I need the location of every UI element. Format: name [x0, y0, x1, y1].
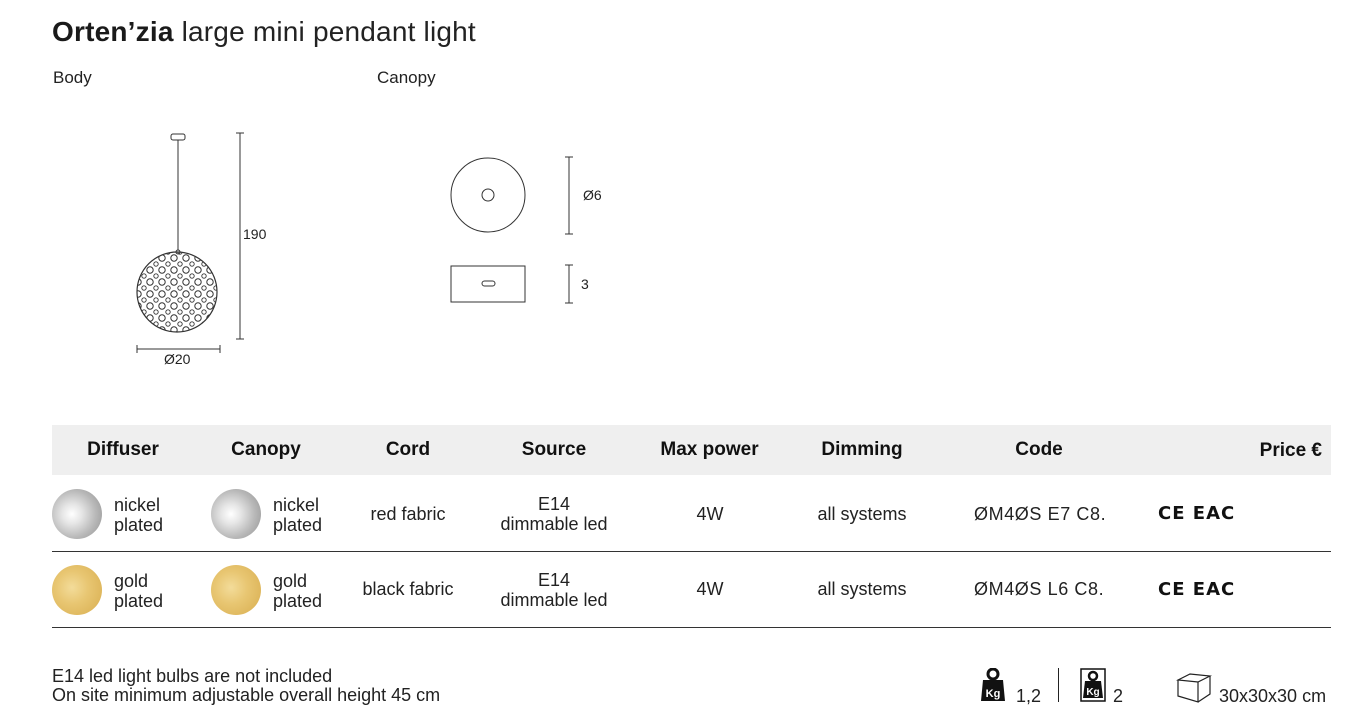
- ce-eac-icon: CE EAC: [1158, 503, 1236, 524]
- canopy-swatch-nickel: [211, 489, 261, 539]
- header-diffuser: Diffuser: [87, 439, 159, 460]
- dimming-cell: all systems: [817, 504, 907, 524]
- canopy-swatch-gold: [211, 565, 261, 615]
- diffuser-swatch-nickel: [52, 489, 102, 539]
- cord-cell: black fabric: [362, 579, 454, 599]
- body-drawing: 190 Ø20: [136, 132, 267, 367]
- canopy-finish: gold plated: [273, 571, 322, 611]
- gross-weight-icon: Kg: [1080, 668, 1106, 702]
- table-header: Diffuser Canopy Cord Source Max power Di…: [52, 425, 1331, 475]
- page-title: Orten’zia large mini pendant light: [52, 16, 476, 48]
- net-weight-value: 1,2: [1016, 686, 1042, 706]
- code-cell: ØM4ØS E7 C8.: [974, 504, 1107, 524]
- diffuser-finish-line2: plated: [114, 515, 164, 535]
- source-line2: dimmable led: [500, 590, 608, 610]
- diffuser-finish-line2: plated: [114, 591, 164, 611]
- diffuser-finish-line1: nickel: [114, 495, 161, 515]
- svg-text:Kg: Kg: [986, 688, 1001, 700]
- note-height: On site minimum adjustable overall heigh…: [52, 685, 441, 705]
- header-dimming: Dimming: [821, 439, 903, 460]
- sphere-shape: [136, 251, 218, 333]
- body-section-label: Body: [53, 68, 92, 87]
- canopy-finish-line2: plated: [273, 515, 323, 535]
- package-box-icon: [1176, 673, 1212, 703]
- table-row: gold plated gold plated black fabric E14…: [52, 552, 1331, 628]
- diffuser-finish: nickel plated: [114, 495, 163, 535]
- source-line1: E14: [537, 570, 571, 590]
- header-code: Code: [1015, 439, 1063, 460]
- notes: E14 led light bulbs are not included On …: [52, 667, 440, 705]
- package-size-value: 30x30x30 cm: [1219, 686, 1327, 706]
- product-name: Orten’zia: [52, 16, 174, 47]
- canopy-finish: nickel plated: [273, 495, 322, 535]
- body-canopy-shape: [170, 133, 186, 141]
- max-power-cell: 4W: [696, 579, 724, 599]
- header-canopy: Canopy: [231, 439, 301, 460]
- source-cell: E14 dimmable led: [484, 570, 624, 610]
- canopy-height-label: 3: [581, 276, 589, 292]
- cord-cell: red fabric: [370, 504, 446, 524]
- dimming-cell: all systems: [817, 579, 907, 599]
- note-bulbs: E14 led light bulbs are not included: [52, 666, 333, 686]
- net-weight-icon: Kg: [981, 668, 1005, 701]
- source-line1: E14: [537, 494, 571, 514]
- header-price: Price €: [1259, 440, 1322, 461]
- header-max-power: Max power: [660, 439, 759, 460]
- header-source: Source: [521, 439, 587, 460]
- source-cell: E14 dimmable led: [484, 494, 624, 534]
- canopy-finish-line1: nickel: [273, 495, 320, 515]
- diffuser-swatch-gold: [52, 565, 102, 615]
- header-cord: Cord: [385, 439, 431, 460]
- weight-separator: [1058, 668, 1059, 702]
- product-description: large mini pendant light: [181, 16, 476, 47]
- diffuser-finish-line1: gold: [114, 571, 149, 591]
- canopy-drawing: Ø6 3: [450, 156, 602, 304]
- canopy-section-label: Canopy: [377, 68, 436, 87]
- body-diameter-label: Ø20: [164, 351, 191, 367]
- code-cell: ØM4ØS L6 C8.: [974, 579, 1105, 599]
- gross-weight-value: 2: [1113, 686, 1124, 706]
- canopy-finish-line2: plated: [273, 591, 323, 611]
- diffuser-finish: gold plated: [114, 571, 163, 611]
- ce-eac-icon: CE EAC: [1158, 579, 1236, 600]
- body-height-label: 190: [243, 226, 267, 242]
- svg-text:Kg: Kg: [1086, 687, 1099, 698]
- canopy-finish-line1: gold: [273, 571, 308, 591]
- max-power-cell: 4W: [696, 504, 724, 524]
- source-line2: dimmable led: [500, 514, 608, 534]
- table-row: nickel plated nickel plated red fabric E…: [52, 476, 1331, 552]
- canopy-diameter-label: Ø6: [583, 187, 602, 203]
